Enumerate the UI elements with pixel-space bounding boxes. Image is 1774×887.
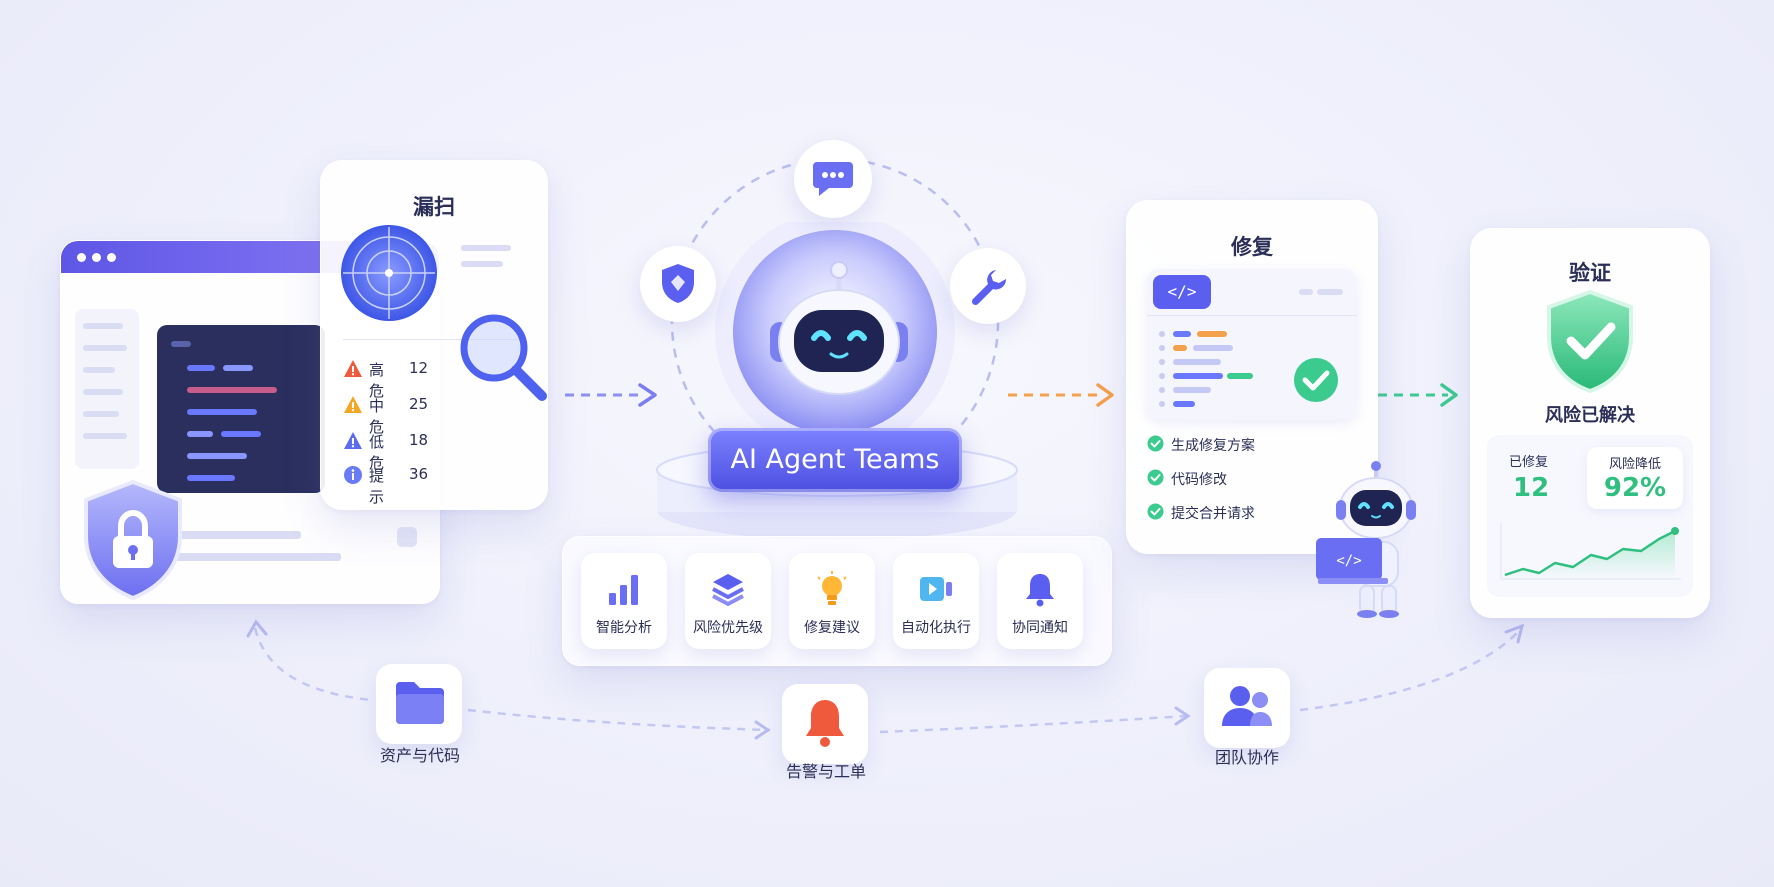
verify-stats-panel: 已修复 12 风险降低 92% xyxy=(1487,435,1693,597)
risk-reduce-value: 92% xyxy=(1603,473,1667,503)
assets-label: 资产与代码 xyxy=(379,746,460,765)
check-shield-icon xyxy=(1547,289,1633,393)
risk-reduce-label: 风险降低 xyxy=(1608,457,1661,472)
verify-status: 风险已解决 xyxy=(1545,405,1635,426)
wrench-icon xyxy=(971,270,1007,306)
fixed-label: 已修复 xyxy=(1509,455,1549,470)
fix-step-label: 生成修复方案 xyxy=(1171,438,1255,454)
layers-icon xyxy=(712,574,744,606)
verify-card: 验证 风险已解决 已修复 12 风险降低 92% xyxy=(1470,228,1710,618)
severity-count: 25 xyxy=(409,395,429,413)
code-editor-panel xyxy=(157,325,325,493)
fix-code-window: </> xyxy=(1147,269,1357,419)
severity-count: 12 xyxy=(409,359,429,377)
wrench-node xyxy=(950,248,1026,324)
magnifier-icon xyxy=(460,314,547,401)
alerts-node[interactable] xyxy=(782,684,868,764)
capability-smart-analysis[interactable]: 智能分析 xyxy=(581,553,667,649)
capability-risk-priority[interactable]: 风险优先级 xyxy=(685,553,771,649)
verify-title: 验证 xyxy=(1569,261,1611,285)
capability-fix-suggestion[interactable]: 修复建议 xyxy=(789,553,875,649)
bell-icon xyxy=(1026,574,1054,607)
ai-agent-teams-label: AI Agent Teams xyxy=(730,444,940,475)
check-icon xyxy=(1147,503,1164,520)
severity-count: 36 xyxy=(409,465,429,483)
browser-sidebar xyxy=(75,309,139,469)
capabilities-panel: 智能分析 风险优先级 修复建议 自动化执行 xyxy=(562,536,1112,666)
bar-chart-icon xyxy=(609,575,638,605)
chat-bubble-icon xyxy=(813,162,853,196)
chat-bubble-node xyxy=(794,140,872,218)
check-icon xyxy=(1147,435,1164,452)
shield-icon xyxy=(662,264,694,303)
ai-agent-teams-button[interactable]: AI Agent Teams xyxy=(708,428,962,492)
check-icon xyxy=(1147,469,1164,486)
scan-title: 漏扫 xyxy=(413,195,455,219)
svg-text:</>: </> xyxy=(1336,553,1361,569)
warning-icon xyxy=(344,360,362,377)
trend-line-chart xyxy=(1500,523,1681,580)
fix-card: 修复 </> 生成修复方案代码修改提交合并请求 xyxy=(1126,200,1378,554)
radar-icon xyxy=(341,225,437,321)
severity-name: 低危 xyxy=(369,433,385,472)
team-users-icon xyxy=(1222,686,1272,726)
folder-icon xyxy=(396,682,444,724)
alarm-bell-icon xyxy=(806,700,844,747)
capability-auto-execute[interactable]: 自动化执行 xyxy=(893,553,979,649)
severity-name: 高危 xyxy=(369,361,385,400)
severity-name: 提示 xyxy=(369,467,385,506)
shield-node xyxy=(640,246,716,322)
fix-step-label: 代码修改 xyxy=(1171,472,1227,488)
assets-node[interactable] xyxy=(376,664,462,744)
fixed-value: 12 xyxy=(1513,473,1550,503)
robot-with-laptop-icon: </> xyxy=(1316,461,1416,618)
play-video-icon xyxy=(920,577,952,601)
capability-collab-notify[interactable]: 协同通知 xyxy=(997,553,1083,649)
alerts-label: 告警与工单 xyxy=(785,762,866,781)
warning-icon xyxy=(344,432,362,449)
severity-count: 18 xyxy=(409,431,429,449)
lightbulb-icon xyxy=(817,571,847,605)
ai-robot-icon xyxy=(770,261,908,395)
info-icon xyxy=(344,466,362,484)
team-node[interactable] xyxy=(1204,668,1290,748)
check-circle-icon xyxy=(1294,358,1338,402)
code-tag-badge: </> xyxy=(1153,275,1211,309)
warning-icon xyxy=(344,396,362,413)
team-label: 团队协作 xyxy=(1214,748,1279,767)
fix-step-label: 提交合并请求 xyxy=(1171,506,1255,522)
fix-title: 修复 xyxy=(1231,235,1273,259)
lock-shield-icon xyxy=(84,479,182,601)
severity-name: 中危 xyxy=(369,397,385,436)
